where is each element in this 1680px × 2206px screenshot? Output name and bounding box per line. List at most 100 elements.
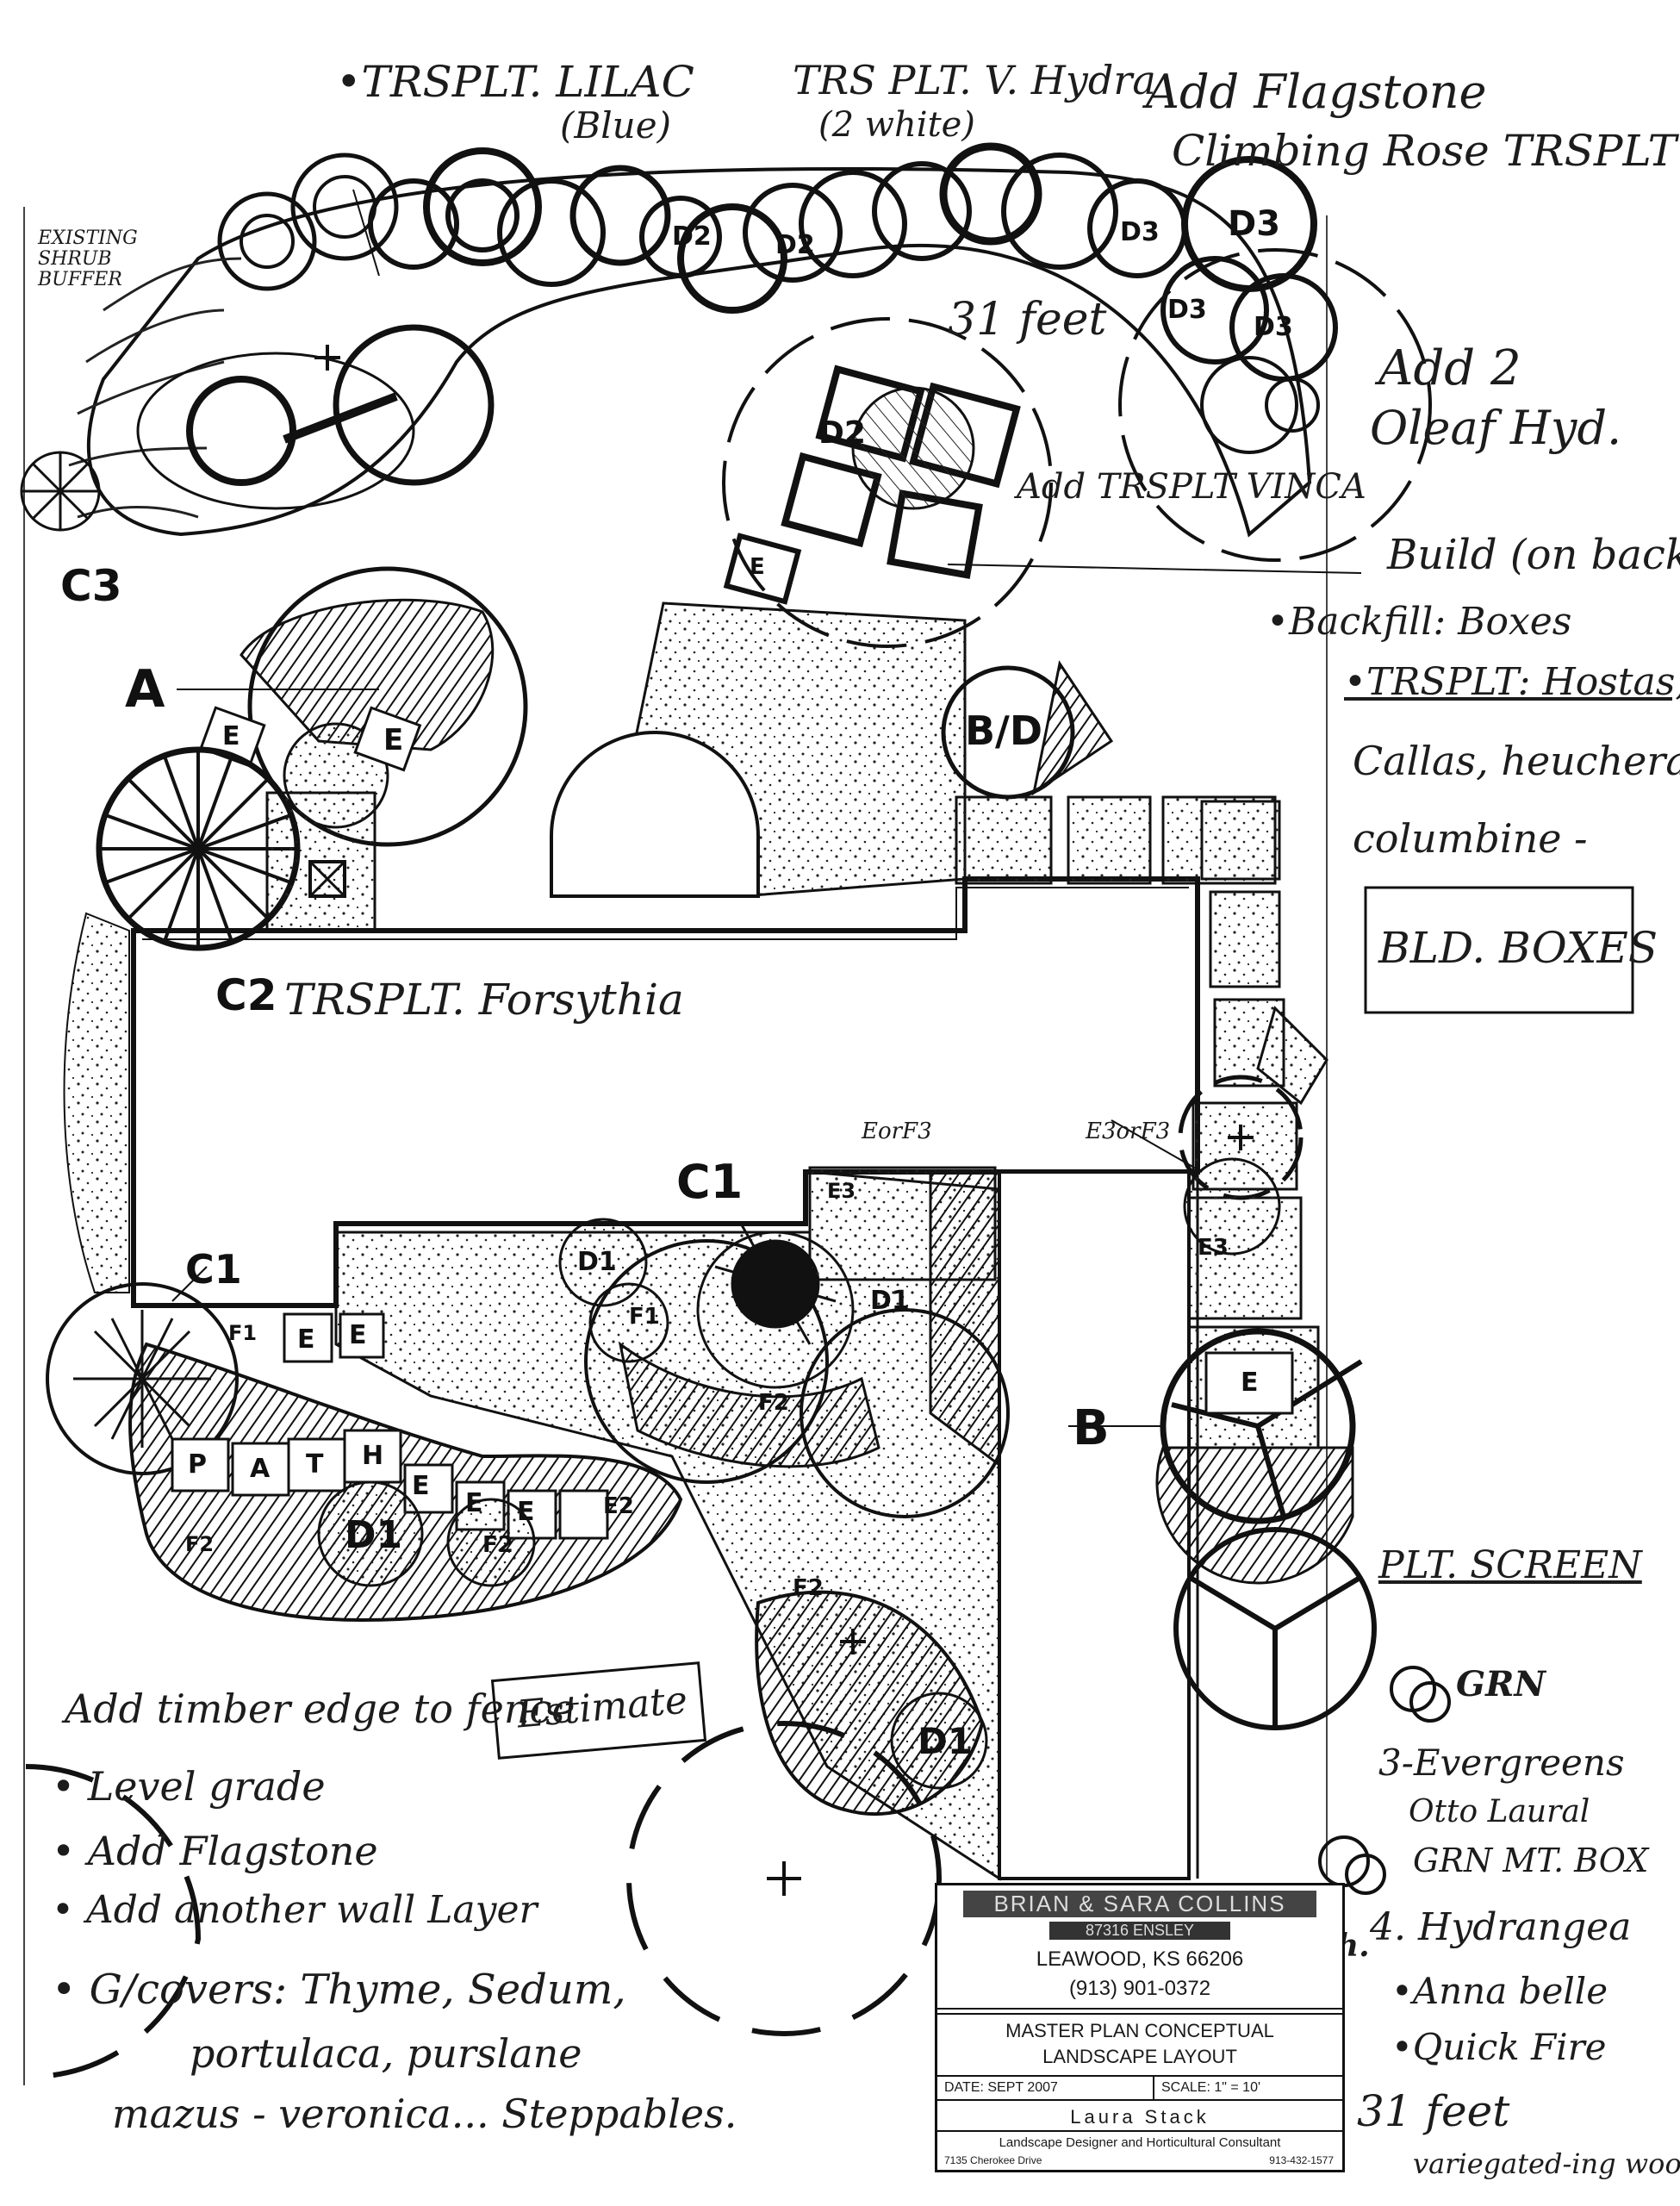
plan-date: DATE: SEPT 2007 (944, 2080, 1058, 2095)
note-evergreens: 3-Evergreens (1378, 1742, 1625, 1784)
note-backfill: •Backfill: Boxes (1266, 600, 1572, 644)
note-bld-boxes: BLD. BOXES (1378, 923, 1658, 973)
label-d3-a: D3 (1120, 217, 1160, 247)
estimate-frame (490, 1661, 707, 1760)
label-d3-d: D3 (1254, 312, 1293, 342)
label-bd: B/D (965, 707, 1043, 754)
label-e-3: E (297, 1324, 315, 1355)
note-oleaf: Oleaf Hyd. (1370, 401, 1622, 455)
note-vinca: Add TRSPLT VINCA (1017, 467, 1366, 507)
flagstone-path (955, 795, 1328, 1449)
note-grn: GRN (1456, 1664, 1546, 1704)
tree-b (1155, 1328, 1363, 1585)
designer-phone: 913-432-1577 (1269, 2154, 1334, 2166)
note-groundcovers: • G/covers: Thyme, Sedum, (52, 1966, 626, 2014)
label-b: B (1073, 1400, 1110, 1456)
client-name: BRIAN & SARA COLLINS (963, 1891, 1316, 1917)
label-e-7: E (750, 554, 765, 580)
note-hydrangea: 4. Hydrangea (1370, 1905, 1632, 1949)
plan-scale: SCALE: 1" = 10' (1161, 2080, 1261, 2095)
note-add-2: Add 2 (1378, 340, 1521, 396)
note-hostas: •TRSPLT: Hostas, (1344, 660, 1680, 704)
bld-boxes-frame (1364, 886, 1634, 1014)
title-block: BRIAN & SARA COLLINS 87316 ENSLEY LEAWOO… (935, 1883, 1345, 2172)
label-d2-c: D2 (818, 415, 866, 451)
note-mazus: mazus - veronica... Steppables. (112, 2091, 737, 2137)
label-d2-b: D2 (775, 230, 815, 260)
label-f1-a: F1 (629, 1304, 660, 1330)
note-lilac-sub: (Blue) (560, 104, 671, 146)
label-d1-c: D1 (577, 1247, 617, 1277)
note-forsythia: TRSPLT. Forsythia (284, 975, 684, 1025)
note-hydra-sub: (2 white) (818, 105, 975, 145)
label-d1-b: D1 (918, 1720, 974, 1762)
note-timber-edge: Add timber edge to fence (65, 1686, 576, 1732)
tree-c2 (96, 746, 376, 951)
arch-step (550, 731, 760, 898)
note-hydra: TRS PLT. V. Hydra (793, 57, 1156, 103)
note-otto: Otto Laural (1409, 1794, 1590, 1829)
label-path-h: H (362, 1441, 384, 1471)
shrub-mass-north (217, 142, 1338, 454)
label-e-4: E (412, 1471, 430, 1501)
plan-title-1: MASTER PLAN CONCEPTUAL (1005, 2020, 1274, 2041)
note-eorf3-a: EorF3 (862, 1119, 932, 1144)
central-south-bed (584, 1223, 1010, 1518)
note-add-flagstone-2: • Add Flagstone (52, 1828, 378, 1874)
note-level-grade: • Level grade (52, 1763, 326, 1810)
future-tree-sw (25, 1764, 202, 2080)
client-phone: (913) 901-0372 (1068, 1977, 1211, 2000)
label-e-8: E (349, 1320, 367, 1350)
note-build: Build (on back (1387, 531, 1680, 579)
walk-west (63, 912, 130, 1293)
property-boundary (23, 207, 1328, 2085)
label-f1-b: F1 (228, 1321, 258, 1345)
note-variegated: variegated-ing wood (1413, 2147, 1680, 2180)
central-north-bed (722, 248, 1432, 648)
label-d3-c: D3 (1167, 295, 1207, 325)
note-quickfire: •Quick Fire (1391, 2026, 1607, 2068)
client-street: 87316 ENSLEY (1049, 1922, 1230, 1940)
note-31-feet: 31 feet (948, 294, 1107, 346)
label-e2-a: E2 (603, 1493, 634, 1519)
label-path-t: T (306, 1449, 324, 1480)
note-add-flagstone: Add Flagstone (1146, 65, 1487, 119)
planting-boxes-nw (136, 324, 495, 510)
label-c3: C3 (60, 561, 122, 611)
tree-east (1178, 1075, 1304, 1256)
note-columbine: columbine - (1353, 815, 1588, 862)
shrubs-d1-south (317, 1218, 988, 1790)
note-31-feet-right: 31 feet (1357, 2086, 1510, 2136)
label-e-2: E (222, 721, 240, 751)
note-shrub-buffer: EXISTING SHRUB BUFFER (38, 227, 138, 291)
note-plt-screen: PLT. SCREEN (1378, 1543, 1642, 1587)
label-e-6: E (1241, 1368, 1259, 1398)
note-wall-layer: • Add another wall Layer (52, 1888, 538, 1932)
label-path-p: P (188, 1449, 207, 1480)
label-f2-c: F2 (793, 1575, 824, 1601)
label-f2-a: F2 (482, 1532, 513, 1558)
tree-bd (941, 660, 1114, 800)
label-e-5: E (517, 1497, 535, 1527)
label-d2-a: D2 (672, 221, 712, 252)
note-climbing-rose: Climbing Rose TRSPLT (1172, 126, 1677, 176)
plan-title-2: LANDSCAPE LAYOUT (1042, 2046, 1237, 2067)
note-annabelle: •Anna belle (1391, 1970, 1608, 2012)
client-city: LEAWOOD, KS 66206 (1036, 1947, 1244, 1971)
tree-screen (1173, 1527, 1377, 1730)
house-outline (131, 876, 1200, 1308)
label-c2: C2 (215, 970, 277, 1020)
label-f2-b: F2 (185, 1532, 215, 1556)
shrub-buffer (68, 257, 242, 519)
label-d1-a: D1 (345, 1513, 403, 1557)
shrub-c3 (20, 451, 101, 532)
note-callas: Callas, heuchera (1353, 738, 1680, 784)
designer-address: 7135 Cherokee Drive (944, 2154, 1042, 2166)
designer-role: Landscape Designer and Horticultural Con… (999, 2135, 1281, 2150)
note-lilac: •TRSPLT. LILAC (336, 57, 694, 107)
tree-c1-west (46, 1282, 239, 1475)
label-c1-north: C1 (676, 1155, 744, 1209)
designer-name: Laura Stack (1070, 2106, 1210, 2128)
label-e-9: E (465, 1488, 483, 1518)
